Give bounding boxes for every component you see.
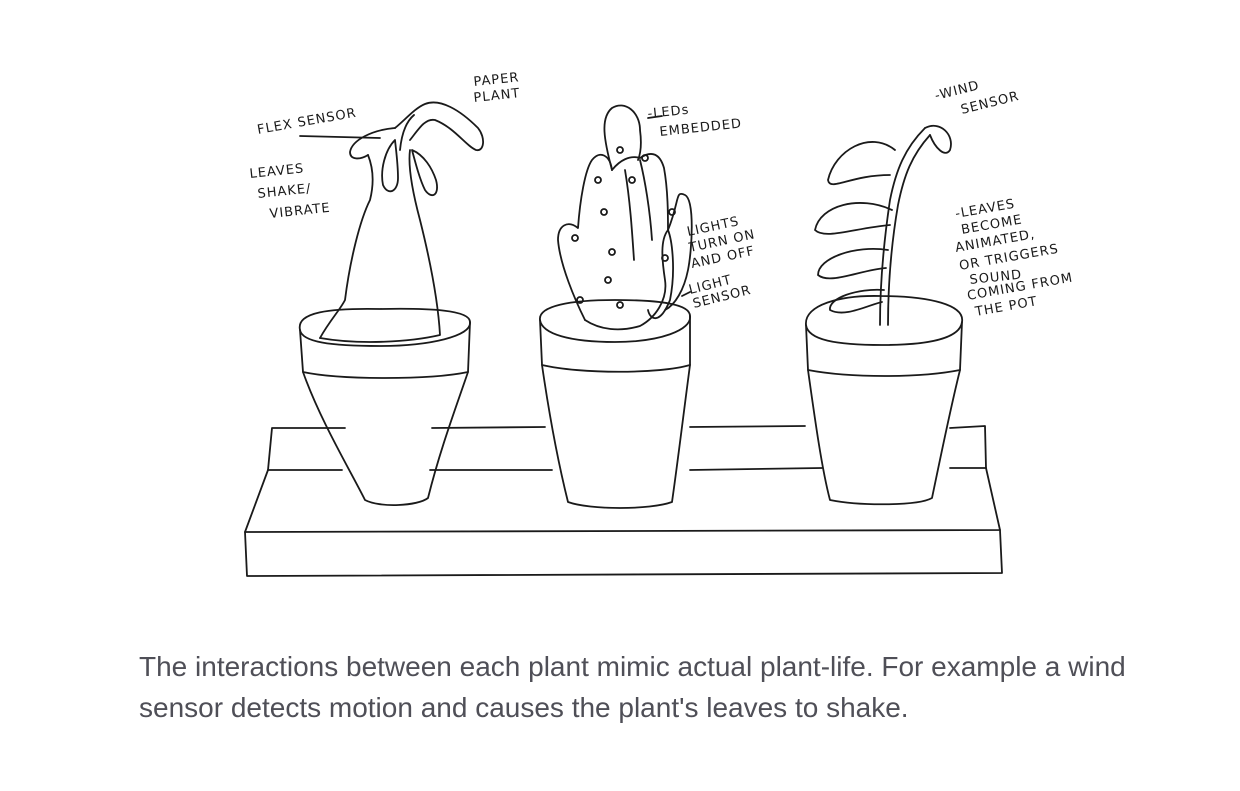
sketch-svg: PAPER PLANT FLEX SENSOR LEAVES SHAKE/ VI… — [244, 70, 1074, 577]
paper-plant — [319, 101, 484, 343]
leader-lines — [299, 115, 691, 297]
label-leds-1: -LEDs — [647, 103, 690, 122]
label-leds-2: EMBEDDED — [659, 116, 743, 140]
caption-text: The interactions between each plant mimi… — [139, 651, 1126, 723]
tray — [244, 425, 1003, 577]
label-leaves-shake-1: LEAVES — [249, 161, 305, 182]
label-animated-5: SOUND — [969, 268, 1023, 288]
label-leaves-shake-3: VIBRATE — [269, 201, 331, 222]
annotation-labels: PAPER PLANT FLEX SENSOR LEAVES SHAKE/ VI… — [249, 70, 1074, 320]
label-flex-sensor: FLEX SENSOR — [256, 106, 358, 138]
wind-plant — [814, 125, 952, 326]
label-paper-plant-1: PAPER — [473, 70, 520, 90]
plant-sketch: PAPER PLANT FLEX SENSOR LEAVES SHAKE/ VI… — [244, 70, 1074, 577]
led-cactus — [557, 104, 693, 331]
led-dots — [571, 146, 676, 309]
pot-right — [805, 295, 963, 506]
label-paper-plant-2: PLANT — [473, 86, 521, 106]
label-leaves-shake-2: SHAKE/ — [257, 181, 312, 202]
pot-middle — [539, 299, 691, 509]
